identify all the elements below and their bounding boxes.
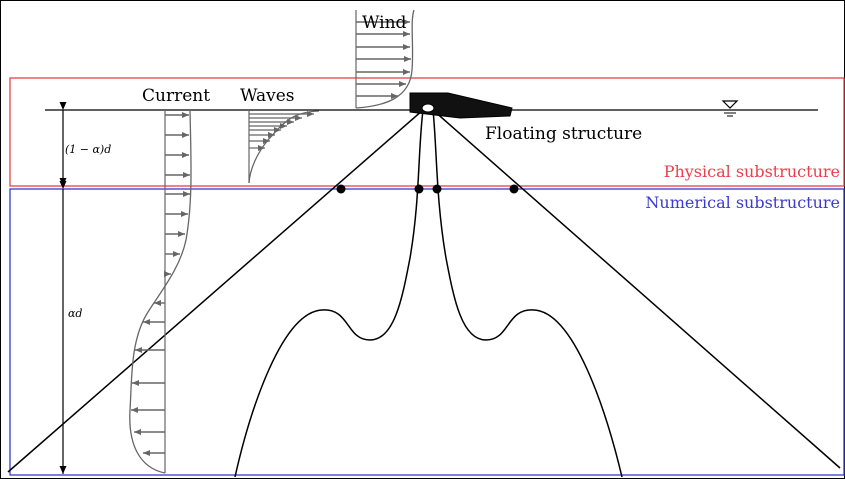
top-depth-label: (1 − α)d xyxy=(65,143,111,156)
floating-structure-label: Floating structure xyxy=(485,124,642,144)
wind-label: Wind xyxy=(362,13,407,33)
mooring-line-left-wave xyxy=(234,109,424,478)
numerical-substructure-label: Numerical substructure xyxy=(645,193,840,212)
interface-point xyxy=(509,184,519,194)
water-level-icon xyxy=(721,100,739,117)
interface-point xyxy=(336,184,346,194)
mooring-line-right-wave xyxy=(432,109,623,478)
current-label: Current xyxy=(142,86,210,106)
waves-label: Waves xyxy=(240,86,295,106)
floating-structure-shape xyxy=(409,92,513,119)
interface-point xyxy=(414,184,424,194)
interface-point xyxy=(432,184,442,194)
mooring-line-left-catenary xyxy=(7,109,424,473)
numerical-substructure-box xyxy=(9,188,845,476)
mooring-line-right-catenary xyxy=(432,109,841,469)
bottom-depth-label: αd xyxy=(68,307,82,320)
physical-substructure-label: Physical substructure xyxy=(664,162,840,181)
fairlead-icon xyxy=(421,103,435,113)
wind-profile xyxy=(355,9,415,109)
current-profile xyxy=(129,109,192,474)
mooring-lines xyxy=(7,109,841,478)
physical-substructure-box xyxy=(9,77,845,187)
interface-points xyxy=(336,184,519,194)
wave-profile xyxy=(248,110,320,184)
